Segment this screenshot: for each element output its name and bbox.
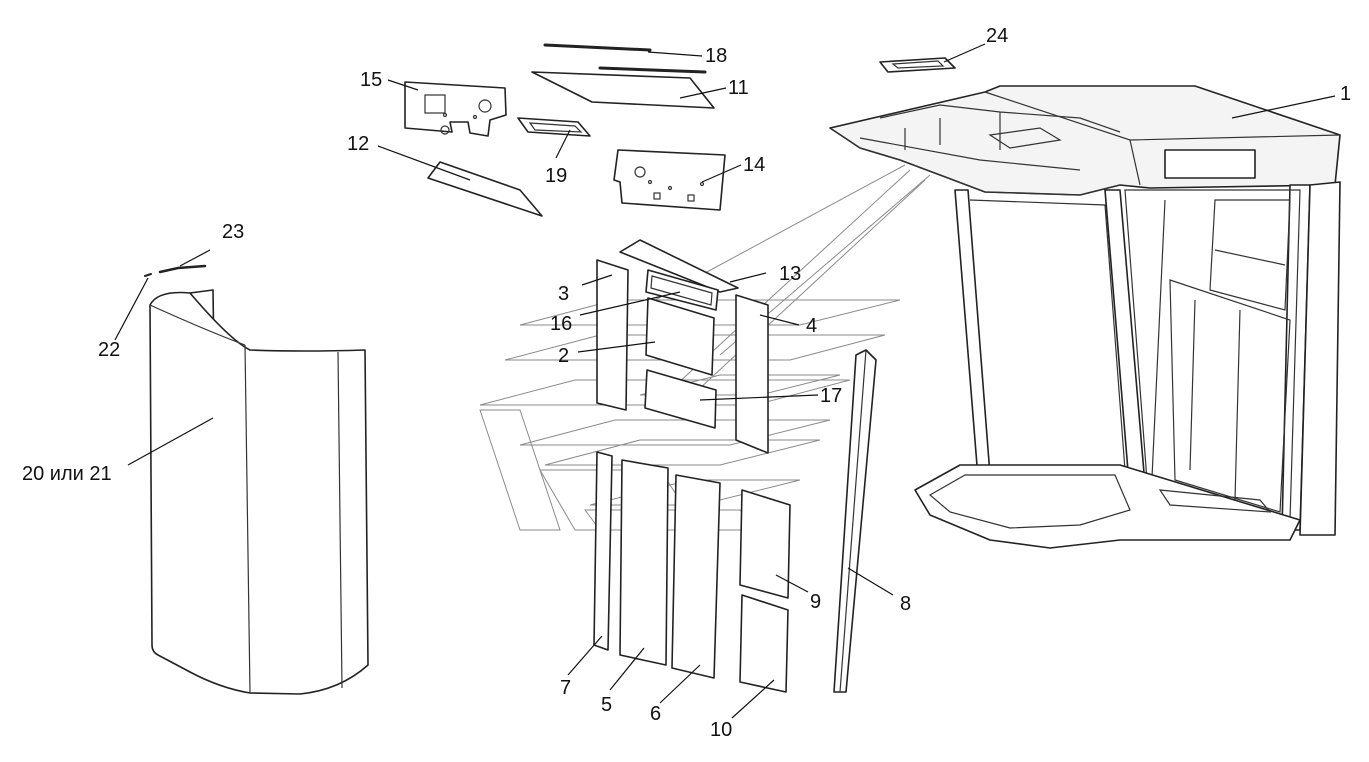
callout-23: 23: [222, 221, 244, 243]
part-18: [543, 43, 707, 74]
callout-17: 17: [820, 385, 842, 407]
part-7: [593, 451, 613, 651]
callout-15: 15: [360, 69, 382, 91]
callout-7: 7: [560, 677, 571, 699]
callout-10: 10: [710, 719, 732, 741]
part-24: [879, 57, 956, 73]
cab-roof: [829, 85, 1341, 196]
part-9: [739, 489, 791, 599]
part-4: [735, 294, 769, 454]
callout-14: 14: [743, 154, 765, 176]
callout-20: 20 или 21: [22, 463, 112, 485]
callout-8: 8: [900, 593, 911, 615]
callout-22: 22: [98, 339, 120, 361]
callout-19: 19: [545, 165, 567, 187]
callout-9: 9: [810, 591, 821, 613]
callout-6: 6: [650, 703, 661, 725]
part-16: [645, 269, 719, 311]
part-3: [596, 259, 629, 411]
callout-16: 16: [550, 313, 572, 335]
callout-1: 1: [1340, 83, 1351, 105]
part-6: [671, 474, 721, 679]
callout-4: 4: [806, 315, 817, 337]
part-17: [644, 369, 717, 429]
part-22-23: [144, 264, 207, 277]
part-8: [833, 349, 877, 693]
cab-frame: [829, 85, 1341, 549]
callout-12: 12: [347, 133, 369, 155]
callout-18: 18: [705, 45, 727, 67]
callout-3: 3: [558, 283, 569, 305]
part-20-21: [149, 289, 369, 695]
part-5: [619, 459, 669, 666]
callout-2: 2: [558, 345, 569, 367]
part-12: [427, 161, 543, 217]
part-13: [619, 239, 739, 293]
callout-labels: 1 24 18 11 15 12 19 14 13 3 16 4 2 17 23…: [22, 25, 1351, 741]
part-15: [404, 81, 507, 137]
callout-13: 13: [779, 263, 801, 285]
part-2: [645, 297, 715, 376]
cab-floor: [914, 464, 1301, 549]
part-14: [613, 149, 726, 211]
part-11: [531, 71, 715, 109]
leader-lines: [114, 43, 1336, 719]
part-10: [739, 594, 789, 693]
callout-11: 11: [728, 77, 749, 99]
callout-5: 5: [601, 694, 612, 716]
callout-24: 24: [986, 25, 1008, 47]
part-19: [517, 117, 591, 137]
